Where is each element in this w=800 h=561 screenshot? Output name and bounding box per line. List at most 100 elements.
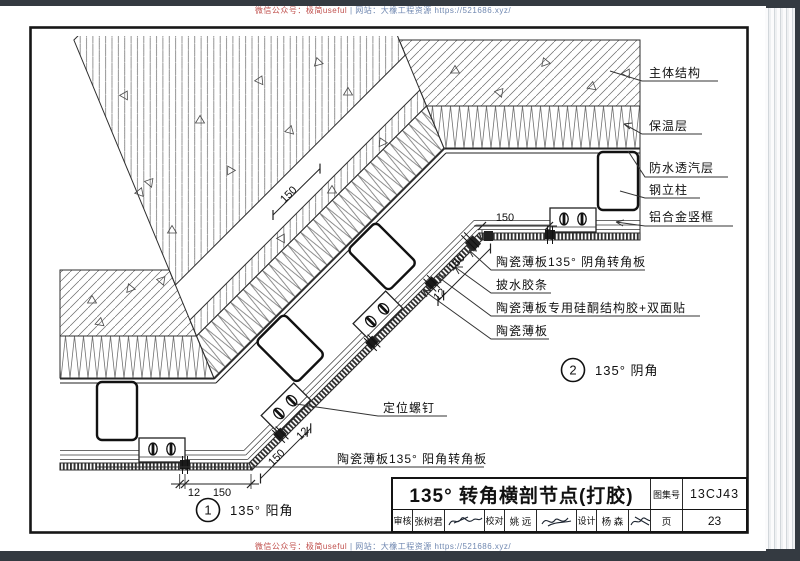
svg-text:铝合金竖框: 铝合金竖框 [649, 209, 714, 224]
concrete-triangle-symbol [586, 80, 597, 91]
svg-text:陶瓷薄板135° 阳角转角板: 陶瓷薄板135° 阳角转角板 [337, 451, 487, 466]
concrete-triangle-symbol [449, 64, 461, 74]
atlas-no-value: 13CJ43 [689, 487, 740, 501]
steel-column [596, 150, 640, 212]
aluminum-bracket [260, 382, 312, 434]
dim-12-bottom: 12 [188, 487, 200, 499]
watermark-site: 网站：大橡工程资源 https://521686.xyz/ [355, 542, 512, 551]
label-steel-column: 钢立柱 [619, 182, 700, 199]
svg-text:钢立柱: 钢立柱 [649, 182, 688, 197]
designer-name: 杨 森 [597, 510, 629, 531]
watermark-site: 网站：大橡工程资源 https://521686.xyz/ [355, 6, 512, 15]
atlas-no-label: 图集号 [651, 479, 683, 509]
signature-scribble [447, 515, 482, 525]
label-insulation: 保温层 [623, 119, 702, 135]
concrete-triangle-symbol [133, 187, 144, 197]
watermark-top: 微信公众号：极简useful | 网站：大橡工程资源 https://52168… [0, 5, 766, 16]
concrete-triangle-symbol [86, 294, 98, 304]
design-label: 设计 [577, 510, 597, 531]
wall-segment-bottom [59, 269, 253, 474]
signature-scribble [630, 516, 650, 525]
svg-text:保温层: 保温层 [649, 119, 688, 133]
drip-edge [484, 231, 493, 241]
concrete-triangle-symbol [253, 75, 264, 86]
label-main-structure: 主体结构 [609, 65, 718, 82]
steel-column [95, 380, 139, 442]
svg-text:陶瓷薄板: 陶瓷薄板 [496, 323, 548, 338]
checker-signature [537, 510, 577, 531]
label-waterproof-layer: 防水透汽层 [627, 150, 728, 178]
concrete-triangle-symbol [284, 124, 295, 135]
watermark-wechat: 微信公众号：极简useful [254, 542, 348, 551]
panel-fastener [273, 427, 287, 442]
svg-text:陶瓷薄板专用硅酮结构胶+双面贴: 陶瓷薄板专用硅酮结构胶+双面贴 [496, 300, 686, 315]
designer-signature [629, 510, 651, 531]
label-ceramic-panel: 陶瓷薄板 [422, 289, 549, 340]
svg-text:披水胶条: 披水胶条 [496, 277, 548, 292]
concrete-triangle-symbol [326, 184, 338, 194]
concrete-triangle-symbol [313, 56, 324, 67]
aluminum-bracket [352, 290, 404, 342]
title-block: 135° 转角横剖节点(打胶) 图集号 13CJ43 审核 张树君 校对 姚 远… [391, 477, 748, 533]
svg-text:2: 2 [569, 363, 576, 378]
svg-text:135° 阳角: 135° 阳角 [230, 503, 294, 518]
page-label: 页 [651, 510, 683, 531]
concrete-triangle-symbol [227, 165, 237, 176]
dim-150-bottom: 150 [213, 487, 231, 499]
svg-text:135° 阴角: 135° 阴角 [595, 363, 659, 378]
signature-scribble [541, 517, 571, 526]
panel-fastener [365, 335, 379, 350]
drip-edge [464, 235, 482, 252]
concrete-triangle-symbol [493, 87, 504, 98]
panel-fastener [424, 276, 438, 290]
concrete-triangle-symbol [94, 316, 105, 327]
sheet-title: 135° 转角横剖节点(打胶) [393, 479, 651, 509]
label-drip-strip: 披水胶条 [454, 266, 551, 294]
checker-name: 姚 远 [505, 510, 537, 531]
concrete-triangle-symbol [143, 177, 154, 188]
dimension-lines [171, 163, 557, 489]
reviewer-name: 张树君 [413, 510, 445, 531]
label-concave-corner-panel: 陶瓷薄板135° 阴角转角板 [468, 249, 646, 271]
svg-text:定位螺钉: 定位螺钉 [383, 400, 435, 415]
dim-12-convex: 12 [294, 425, 311, 442]
check-label: 校对 [485, 510, 505, 531]
watermark-divider: | [347, 542, 356, 551]
review-label: 审核 [393, 510, 413, 531]
concrete-triangle-symbol [194, 114, 206, 124]
concrete-triangle-symbol [378, 137, 389, 148]
dim-150-strip: 150 [278, 184, 299, 205]
steel-column [348, 222, 416, 291]
aluminum-bracket [138, 437, 186, 463]
label-convex-corner-panel: 陶瓷薄板135° 阳角转角板 [96, 451, 487, 468]
steel-column [256, 314, 324, 383]
callout-convex-corner: 1 135° 阳角 [195, 497, 294, 523]
wall-construction [59, 36, 641, 474]
svg-text:陶瓷薄板135° 阴角转角板: 陶瓷薄板135° 阴角转角板 [496, 254, 646, 269]
svg-text:防水透汽层: 防水透汽层 [649, 160, 714, 175]
panel-fastener [180, 460, 190, 469]
concrete-triangle-symbol [541, 57, 552, 67]
label-structural-glue: 陶瓷薄板专用硅酮结构胶+双面贴 [436, 275, 700, 317]
concrete-triangle-symbol [166, 224, 178, 234]
reviewer-signature [445, 510, 485, 531]
page-curl-edge [765, 8, 795, 549]
drawing-frame [29, 26, 749, 534]
concrete-triangle-symbol [342, 86, 354, 96]
concrete-triangle-symbol [275, 233, 285, 244]
watermark-wechat: 微信公众号：极简useful [254, 6, 348, 15]
aluminum-bracket [549, 207, 597, 233]
dim-150-top: 150 [496, 212, 514, 224]
panel-fastener [545, 230, 555, 239]
svg-text:主体结构: 主体结构 [649, 65, 701, 80]
concrete-triangle-symbol [126, 283, 137, 293]
watermark-bottom: 微信公众号：极简useful | 网站：大橡工程资源 https://52168… [0, 541, 766, 552]
label-aluminum-frame: 铝合金竖框 [615, 209, 733, 227]
watermark-divider: | [347, 6, 356, 15]
concrete-triangle-symbol [155, 275, 166, 286]
svg-text:1: 1 [204, 503, 211, 518]
concrete-triangle-symbol [118, 90, 128, 101]
wall-segment-top [398, 39, 641, 244]
